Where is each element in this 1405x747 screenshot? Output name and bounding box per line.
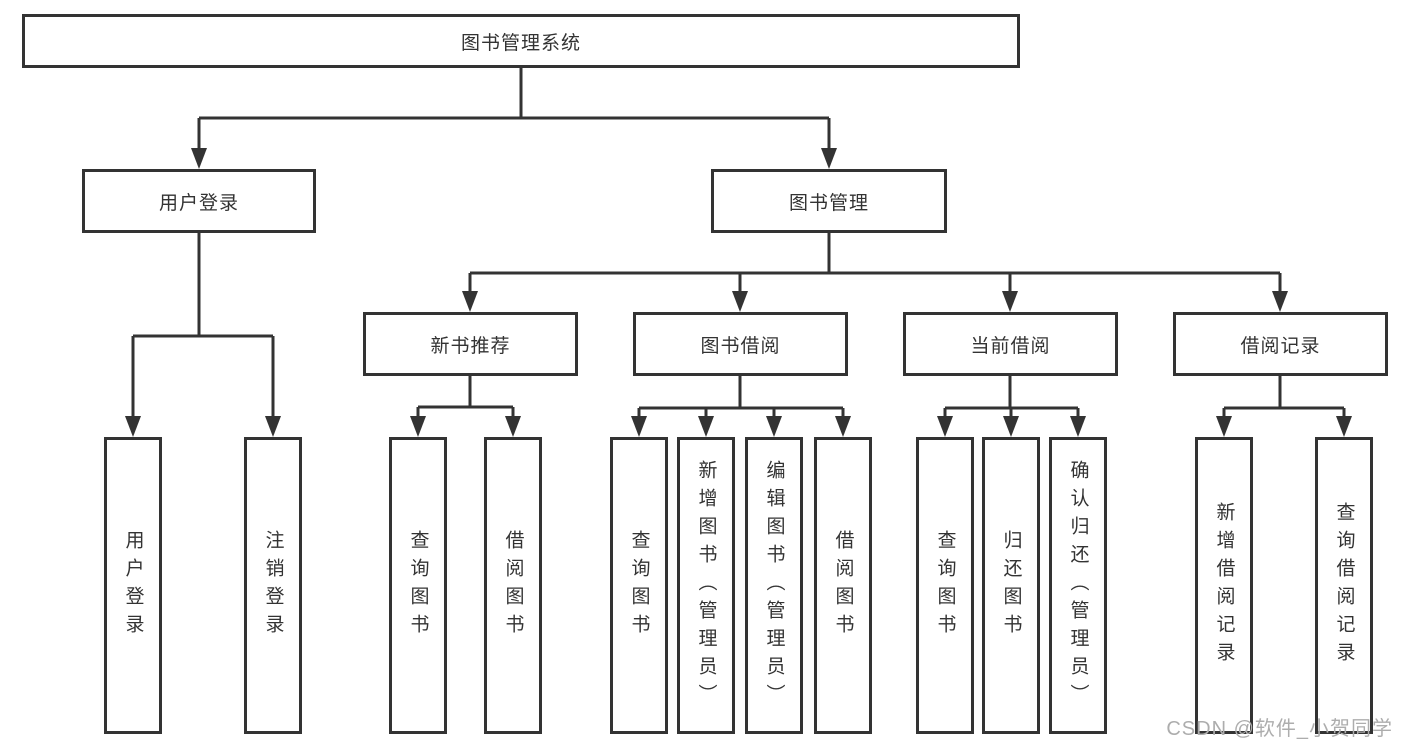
leaf-label: 借阅图书 <box>502 529 524 642</box>
node-borrow-records: 借阅记录 <box>1173 312 1388 376</box>
leaf-borrow-books-1: 借阅图书 <box>484 437 542 734</box>
leaf-label: 确认归还（管理员） <box>1067 459 1089 712</box>
leaf-add-books-admin: 新增图书（管理员） <box>677 437 735 734</box>
leaf-label: 编辑图书（管理员） <box>763 459 785 712</box>
node-book-borrow: 图书借阅 <box>633 312 848 376</box>
leaf-label: 新增图书（管理员） <box>695 459 717 712</box>
csdn-watermark: CSDN @软件_小贺同学 <box>1166 718 1393 740</box>
leaf-user-login: 用户登录 <box>104 437 162 734</box>
leaf-query-books-3: 查询图书 <box>916 437 974 734</box>
node-label: 用户登录 <box>158 192 239 214</box>
node-label: 借阅记录 <box>1240 335 1321 357</box>
leaf-label: 用户登录 <box>122 529 144 642</box>
leaf-query-borrow-record: 查询借阅记录 <box>1315 437 1373 734</box>
node-book-management: 图书管理 <box>711 169 947 233</box>
node-label: 当前借阅 <box>970 335 1051 357</box>
leaf-label: 借阅图书 <box>832 529 854 642</box>
node-label: 新书推荐 <box>430 335 511 357</box>
node-label: 图书管理系统 <box>460 32 581 54</box>
leaf-label: 注销登录 <box>262 529 284 642</box>
leaf-confirm-return-admin: 确认归还（管理员） <box>1049 437 1107 734</box>
leaf-label: 新增借阅记录 <box>1213 501 1235 670</box>
node-label: 图书借阅 <box>700 335 781 357</box>
leaf-edit-books-admin: 编辑图书（管理员） <box>745 437 803 734</box>
leaf-label: 查询图书 <box>934 529 956 642</box>
node-label: 图书管理 <box>788 192 869 214</box>
leaf-label: 查询图书 <box>628 529 650 642</box>
leaf-add-borrow-record: 新增借阅记录 <box>1195 437 1253 734</box>
leaf-query-books-2: 查询图书 <box>610 437 668 734</box>
leaf-label: 查询借阅记录 <box>1333 501 1355 670</box>
leaf-logout: 注销登录 <box>244 437 302 734</box>
node-current-borrow: 当前借阅 <box>903 312 1118 376</box>
leaf-label: 归还图书 <box>1000 529 1022 642</box>
leaf-return-books: 归还图书 <box>982 437 1040 734</box>
leaf-query-books-1: 查询图书 <box>389 437 447 734</box>
node-library-management-system: 图书管理系统 <box>22 14 1020 68</box>
leaf-label: 查询图书 <box>407 529 429 642</box>
node-user-login: 用户登录 <box>82 169 316 233</box>
node-new-book-recommend: 新书推荐 <box>363 312 578 376</box>
leaf-borrow-books-2: 借阅图书 <box>814 437 872 734</box>
